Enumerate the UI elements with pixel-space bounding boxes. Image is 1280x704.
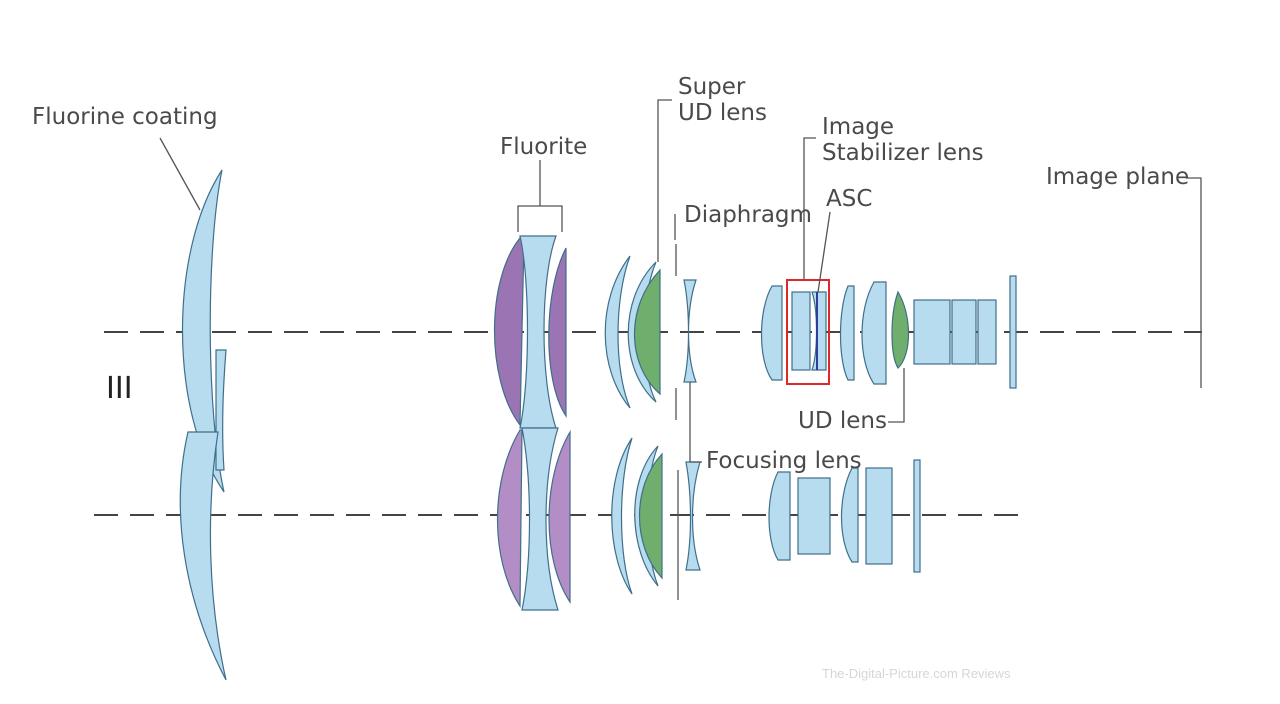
rear-lens-2-bottom bbox=[865, 467, 893, 565]
label-ud-lens: UD lens bbox=[798, 408, 887, 434]
rear-lens-5 bbox=[977, 299, 997, 365]
fluorite-lens-2 bbox=[548, 247, 567, 418]
focusing-lens-top bbox=[683, 279, 697, 383]
watermark: The-Digital-Picture.com Reviews bbox=[822, 666, 1011, 681]
rear-lens-2 bbox=[861, 281, 887, 385]
rear-filter-plate bbox=[1009, 275, 1017, 389]
rear-filter-plate-bottom bbox=[913, 459, 921, 573]
lens-element-g3-bottom bbox=[611, 437, 633, 595]
label-asc: ASC bbox=[826, 186, 872, 212]
label-image-stabilizer-line1: Image bbox=[822, 114, 894, 140]
is-lens-3 bbox=[811, 291, 827, 371]
label-super-ud-line1: Super bbox=[678, 74, 746, 100]
ud-lens-element bbox=[891, 290, 910, 369]
is-lens-1 bbox=[760, 285, 783, 381]
fluorite-group-glass-bottom bbox=[521, 427, 559, 611]
image-stabilizer-highlight-box bbox=[786, 279, 830, 385]
variant-mark: III bbox=[106, 371, 133, 406]
rear-lens-3 bbox=[913, 299, 951, 365]
fluorite-lens-1 bbox=[494, 237, 525, 427]
label-focusing-lens: Focusing lens bbox=[706, 448, 862, 474]
label-image-stabilizer-line2: Stabilizer lens bbox=[822, 140, 984, 166]
is-lens-1-bottom bbox=[768, 471, 791, 561]
label-fluorite: Fluorite bbox=[500, 134, 587, 160]
super-ud-leader bbox=[657, 99, 672, 262]
label-fluorine-coating: Fluorine coating bbox=[32, 104, 218, 130]
front-lens-element bbox=[182, 169, 225, 493]
front-lens-small-element bbox=[215, 349, 227, 471]
label-image-plane: Image plane bbox=[1046, 164, 1189, 190]
rear-lens-1 bbox=[839, 285, 855, 381]
label-diaphragm: Diaphragm bbox=[684, 202, 812, 228]
front-lens-element-bottom bbox=[179, 431, 227, 681]
fluorine-coating-leader bbox=[159, 137, 201, 211]
asc-leader bbox=[817, 211, 831, 293]
super-ud-lens-element bbox=[634, 268, 661, 396]
fluorite-lens-2-bottom bbox=[548, 429, 571, 604]
focusing-lens-leader bbox=[689, 382, 702, 463]
rear-lens-1-bottom bbox=[840, 467, 859, 563]
fluorite-lens-1-bottom bbox=[496, 429, 523, 608]
image-plane-leader bbox=[1186, 177, 1202, 276]
super-ud-lens-element-bottom bbox=[639, 452, 663, 580]
is-lens-2 bbox=[791, 291, 811, 371]
rear-lens-4 bbox=[951, 299, 977, 365]
focusing-lens-bottom bbox=[685, 461, 701, 571]
label-super-ud-line2: UD lens bbox=[678, 100, 767, 126]
fluorite-bracket bbox=[517, 205, 563, 232]
lens-element-g3 bbox=[604, 255, 631, 409]
is-lens-group-bottom bbox=[797, 477, 831, 555]
is-leader bbox=[803, 137, 816, 280]
ud-lens-leader bbox=[888, 368, 905, 423]
